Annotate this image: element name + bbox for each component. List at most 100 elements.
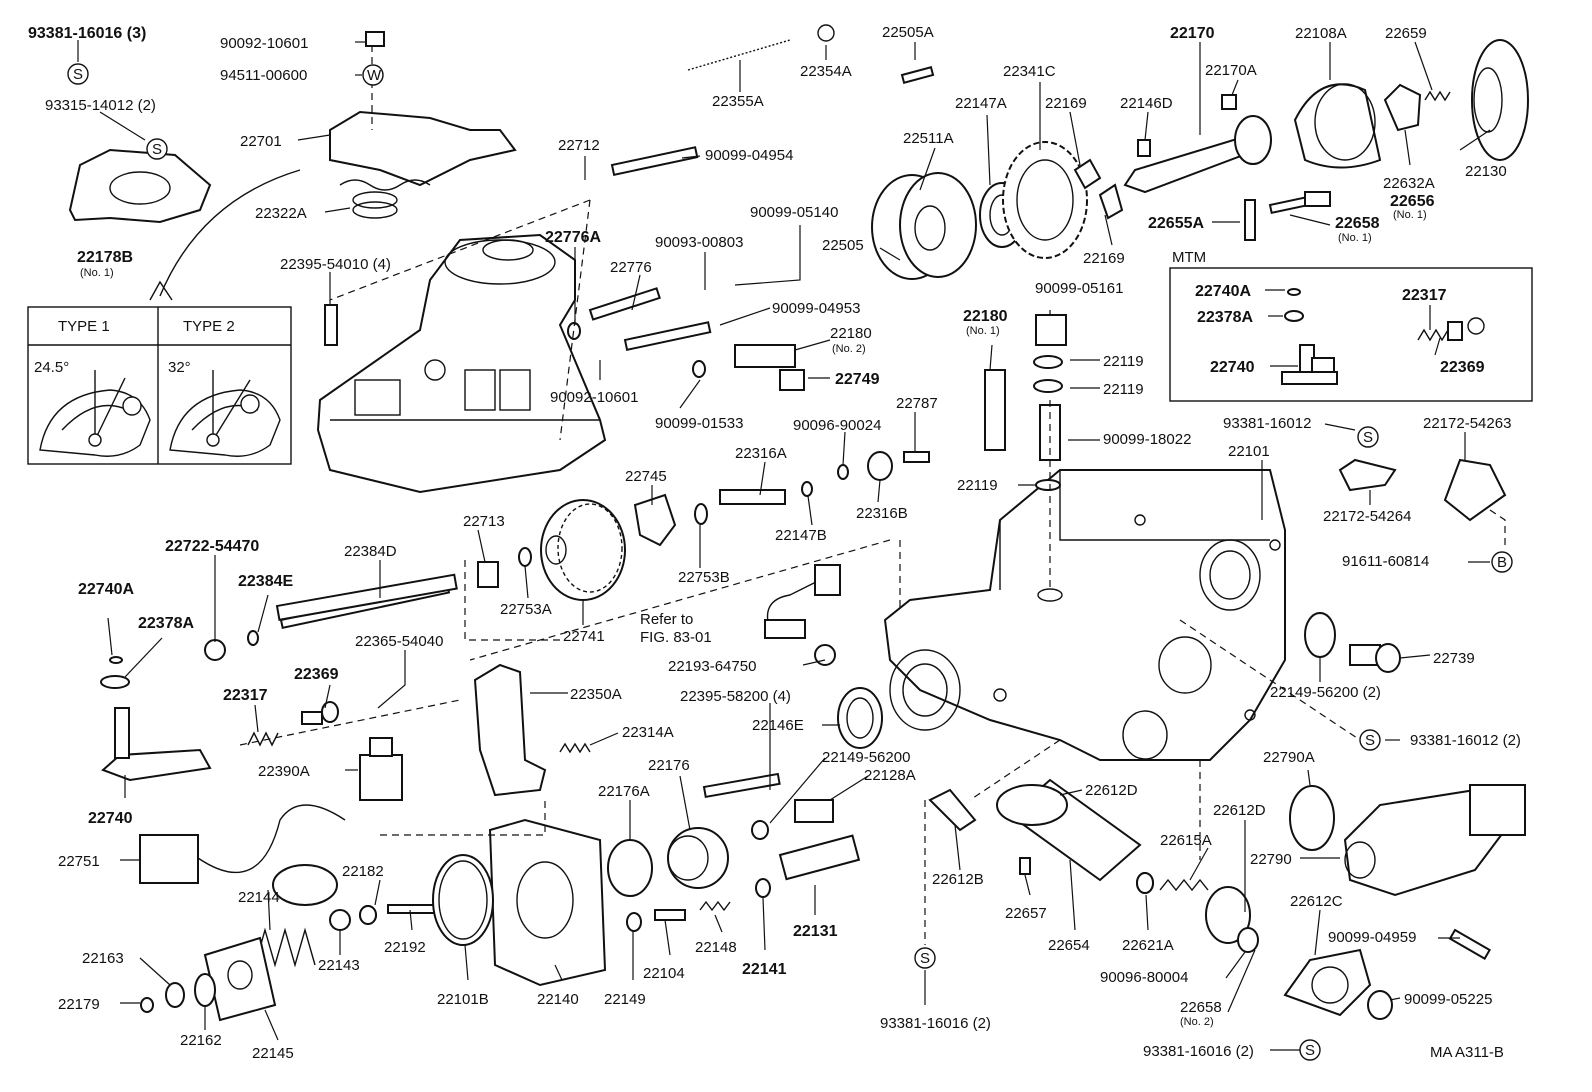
part-label: 22355A: [712, 93, 764, 110]
symbol-s: S: [152, 141, 162, 158]
part-label: 22658: [1180, 999, 1222, 1016]
symbol-s: S: [73, 66, 83, 83]
guide-lines: [239, 45, 1506, 945]
figure-code: MA A311-B: [1430, 1044, 1504, 1061]
part-label: 22341C: [1003, 63, 1056, 80]
part-label: 22390A: [258, 763, 310, 780]
part-label: 22632A: [1383, 175, 1435, 192]
part-label: 22505A: [882, 24, 934, 41]
part-label: 22131: [793, 923, 838, 940]
part-label: 93381-16016 (2): [1143, 1043, 1254, 1060]
part-label: 22317: [223, 687, 268, 704]
part-label: 22657: [1005, 905, 1047, 922]
part-label: 22753B: [678, 569, 730, 586]
mtm-inset: [1169, 267, 1533, 402]
part-label: 90099-01533: [655, 415, 743, 432]
part-label: 90099-04954: [705, 147, 793, 164]
part-label: 22654: [1048, 937, 1090, 954]
part-label: 93381-16016 (3): [28, 25, 146, 42]
part-label: 22384D: [344, 543, 397, 560]
angle1-label: 24.5°: [34, 359, 69, 376]
part-label: 22119: [957, 477, 998, 494]
parts-shapes: [68, 24, 1529, 1022]
part-label: 22119: [1103, 381, 1144, 398]
part-label: 22790A: [1263, 749, 1315, 766]
part-label: 22180: [963, 308, 1008, 325]
part-label: 22378A: [1197, 309, 1253, 326]
part-label: 22149-56200 (2): [1270, 684, 1381, 701]
part-label: 22776A: [545, 229, 601, 246]
symbol-b: B: [1497, 554, 1507, 571]
note-refer: Refer to: [640, 611, 693, 628]
part-label: 22322A: [255, 205, 307, 222]
part-label: 94511-00600: [220, 67, 307, 84]
part-label: 22146E: [752, 717, 804, 734]
part-label: 22776: [610, 259, 652, 276]
part-label: 22612D: [1213, 802, 1266, 819]
part-label: 22790: [1250, 851, 1292, 868]
part-label: 90099-18022: [1103, 431, 1191, 448]
part-label: 22119: [1103, 353, 1144, 370]
pump-housing: [883, 469, 1286, 761]
part-label: 22658: [1335, 215, 1380, 232]
part-label: 22621A: [1122, 937, 1174, 954]
part-label: 90093-00803: [655, 234, 743, 251]
part-label: 90099-05225: [1404, 991, 1492, 1008]
part-label: 22740A: [1195, 283, 1251, 300]
part-label: 22178B: [77, 249, 133, 266]
part-label: 22712: [558, 137, 600, 154]
part-label: 22149: [604, 991, 646, 1008]
part-label: 22365-54040: [355, 633, 443, 650]
part-label: 22655A: [1148, 215, 1204, 232]
part-label: 22179: [58, 996, 100, 1013]
type2-label: TYPE 2: [183, 318, 235, 335]
part-label: 22172-54264: [1323, 508, 1411, 525]
part-label: (No. 1): [80, 267, 114, 279]
part-label: 22101B: [437, 991, 489, 1008]
part-label: 22656: [1390, 193, 1435, 210]
part-label: 22395-54010 (4): [280, 256, 391, 273]
part-label: 22615A: [1160, 832, 1212, 849]
part-label: 22169: [1045, 95, 1087, 112]
symbol-s: S: [920, 950, 930, 967]
symbol-s: S: [1365, 732, 1375, 749]
part-label: 22144: [238, 889, 280, 906]
part-label: (No. 1): [966, 325, 1000, 337]
part-label: (No. 1): [1338, 232, 1372, 244]
part-label: 22354A: [800, 63, 852, 80]
part-label: 22659: [1385, 25, 1427, 42]
part-label: 22193-64750: [668, 658, 756, 675]
part-label: 90096-90024: [793, 417, 881, 434]
part-label: 22145: [252, 1045, 294, 1062]
part-label: 22176: [648, 757, 690, 774]
part-label: 90096-80004: [1100, 969, 1188, 986]
part-label: 22701: [240, 133, 282, 150]
part-label: 22172-54263: [1423, 415, 1511, 432]
part-label: 22369: [294, 666, 339, 683]
part-label: 22713: [463, 513, 505, 530]
part-label: 93381-16012 (2): [1410, 732, 1521, 749]
part-label: 22745: [625, 468, 667, 485]
part-label: 90099-05140: [750, 204, 838, 221]
part-label: 22170: [1170, 25, 1215, 42]
note-fig: FIG. 83-01: [640, 629, 712, 646]
leader-lines: [77, 40, 1491, 1051]
part-label: 22369: [1440, 359, 1485, 376]
part-label: (No. 1): [1393, 209, 1427, 221]
part-label: 22182: [342, 863, 384, 880]
part-label: 22612B: [932, 871, 984, 888]
part-label: (No. 2): [1180, 1016, 1214, 1028]
part-label: 22149-56200: [822, 749, 910, 766]
part-label: 22350A: [570, 686, 622, 703]
angle2-label: 32°: [168, 359, 191, 376]
part-label: 22180: [830, 325, 872, 342]
symbol-w: W: [367, 67, 382, 84]
part-label: 22317: [1402, 287, 1447, 304]
part-label: 22740A: [78, 581, 134, 598]
part-label: 22101: [1228, 443, 1270, 460]
part-label: 22612C: [1290, 893, 1343, 910]
part-label: 22176A: [598, 783, 650, 800]
part-label: 22505: [822, 237, 864, 254]
part-label: 22740: [1210, 359, 1255, 376]
